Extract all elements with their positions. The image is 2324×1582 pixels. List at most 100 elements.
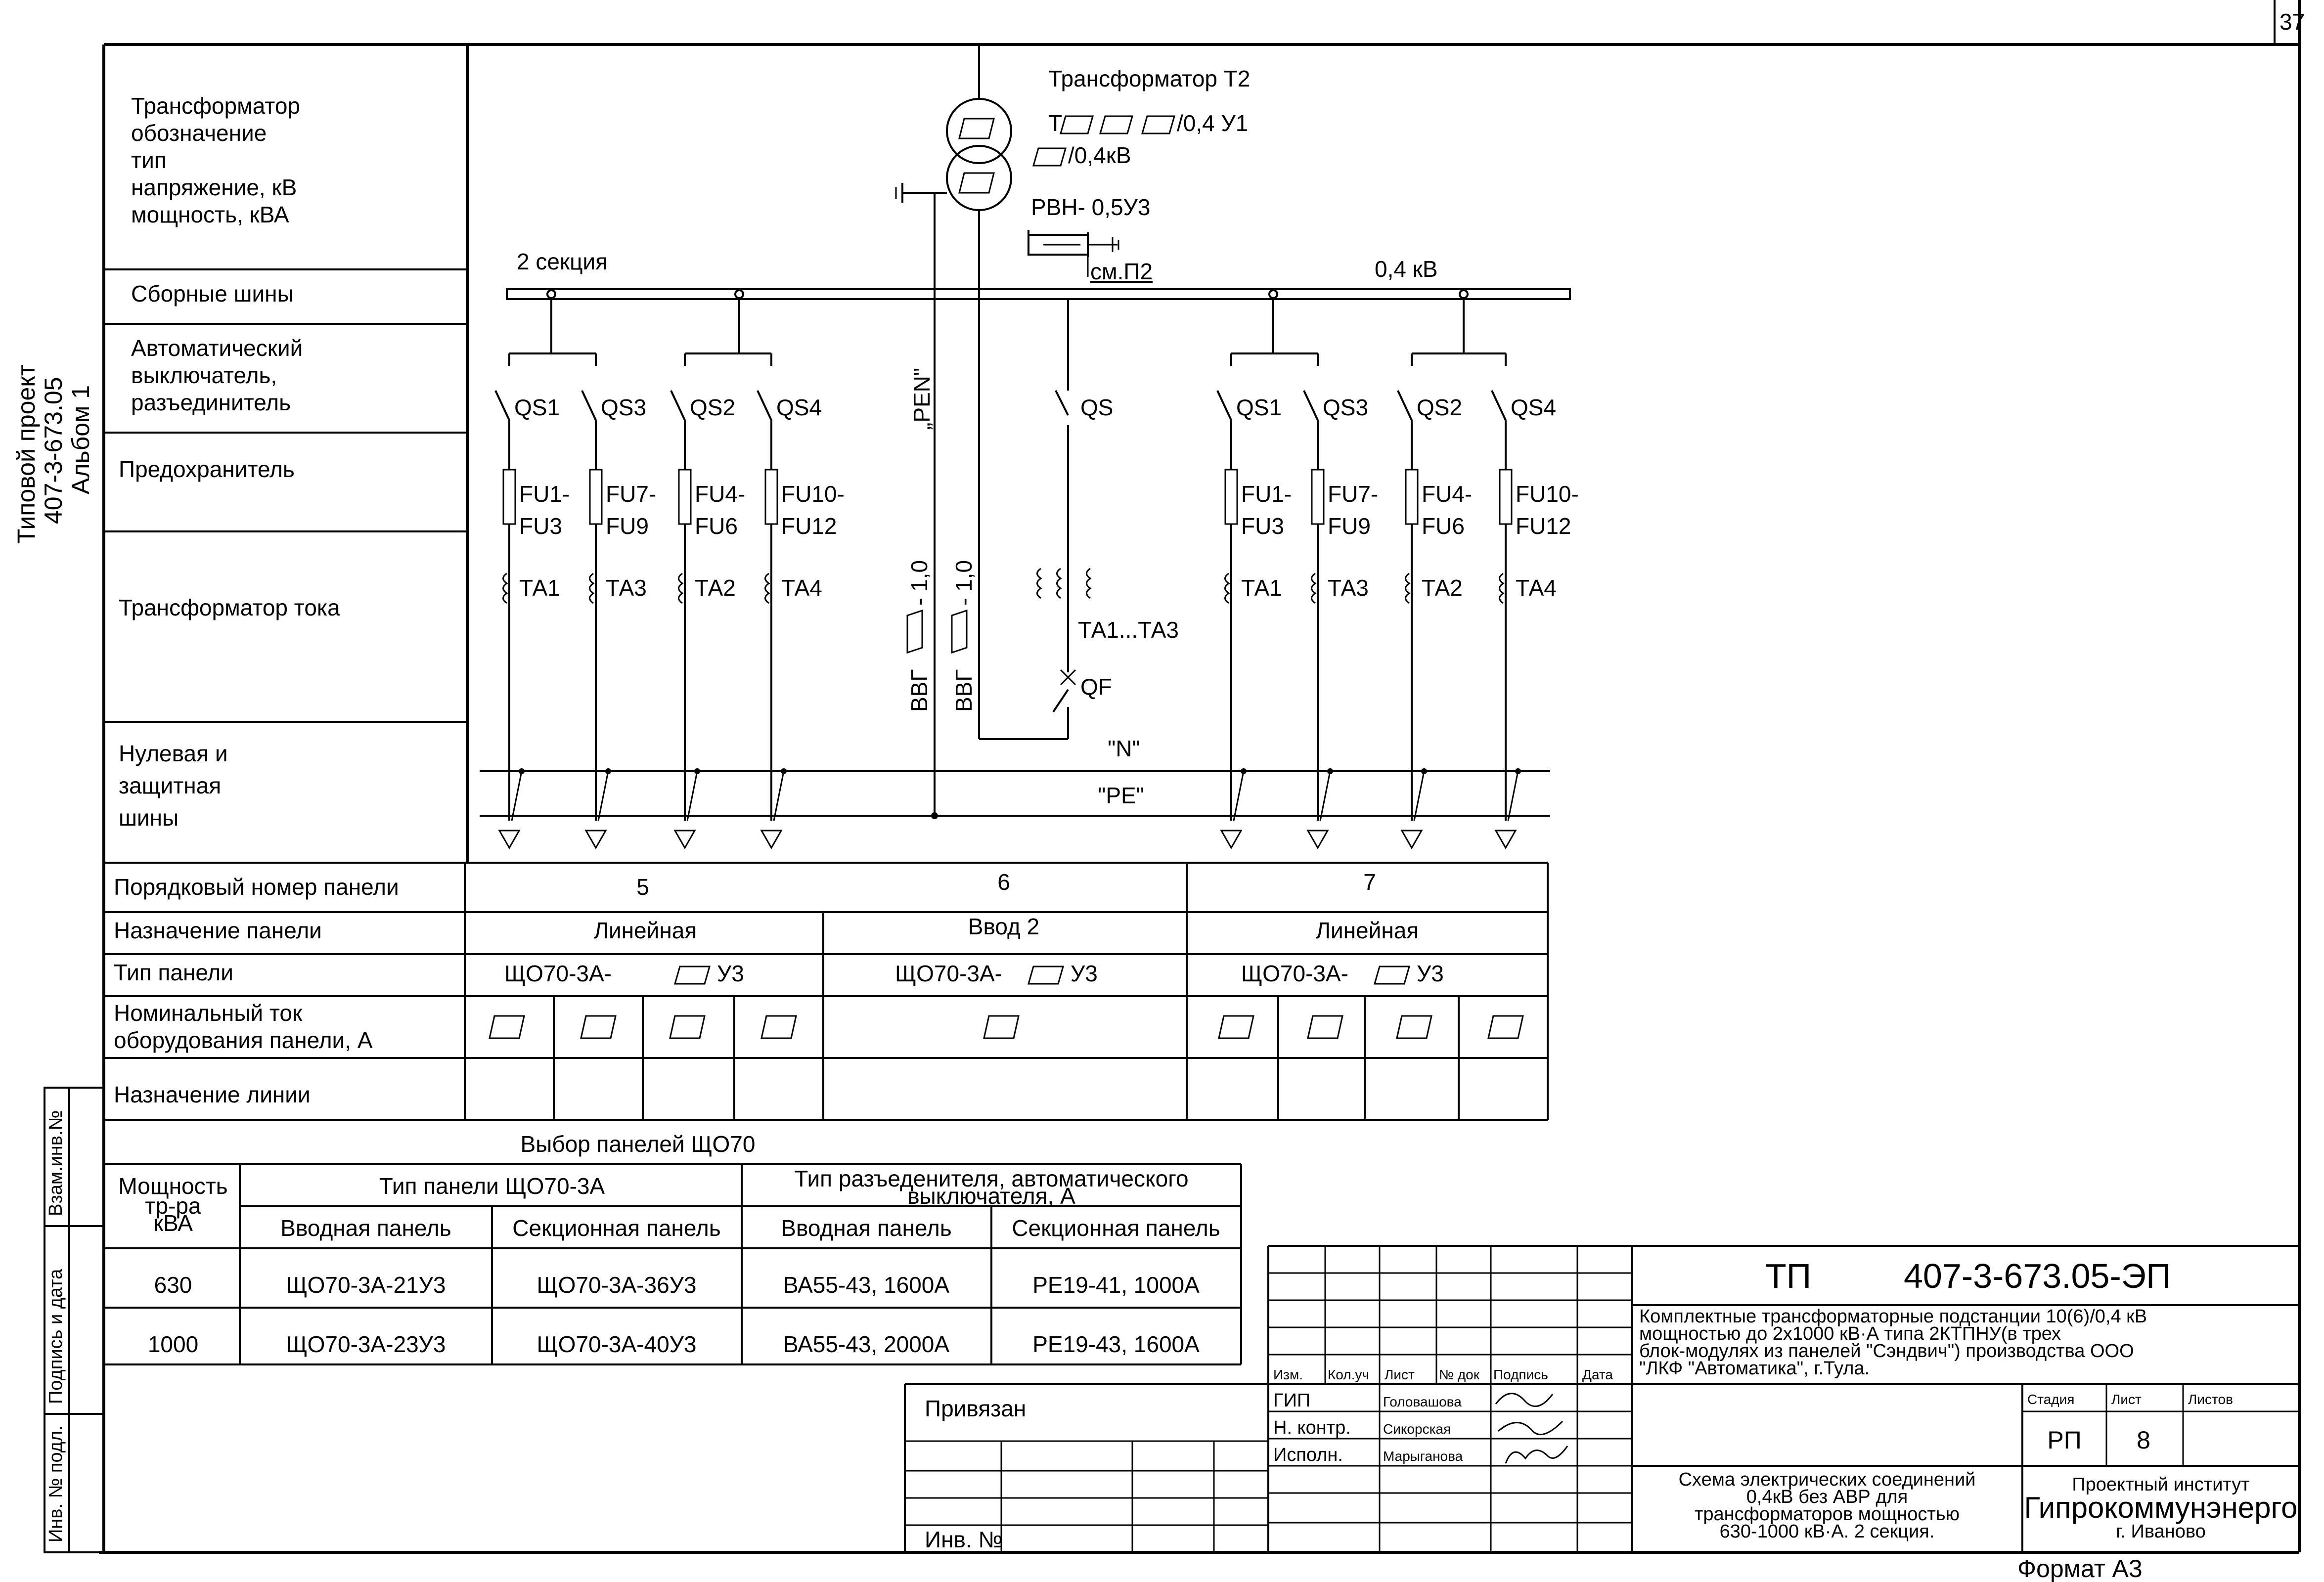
fuse-label-top-1-1: FU7- bbox=[1328, 481, 1378, 507]
transformer-primary-winding bbox=[946, 98, 1012, 164]
drawing-name-4: 630-1000 кВ·А. 2 секция. bbox=[1720, 1521, 1935, 1542]
sheet-value: 8 bbox=[2137, 1426, 2150, 1454]
ct-coil-1-0 bbox=[1224, 572, 1230, 604]
switch-label-0-2: QS2 bbox=[690, 395, 735, 420]
panel-7-type-suffix: У3 bbox=[1417, 961, 1444, 986]
institute-line-1: Проектный институт bbox=[2072, 1474, 2249, 1495]
row-label-column: Трансформатор обозначение тип напряжение… bbox=[104, 44, 1549, 1121]
busbar-tap-1-1 bbox=[1459, 289, 1469, 299]
panel-6-purpose: Ввод 2 bbox=[968, 914, 1039, 939]
n-node-0-1 bbox=[605, 768, 611, 774]
n-node-1-1 bbox=[1327, 768, 1333, 774]
label-panel-no: Порядковый номер панели bbox=[114, 874, 399, 900]
cable-2-label: ВВГ bbox=[951, 669, 977, 712]
pe-arrow-1-3 bbox=[1494, 830, 1517, 850]
pe-arrow-0-2 bbox=[673, 830, 696, 850]
switch-label-1-1: QS3 bbox=[1323, 395, 1368, 420]
voltage-label: 0,4 кВ bbox=[1375, 256, 1438, 282]
single-line-diagram: Трансформатор Т2 Т /0,4 У1 /0,4кВ РВН- 0… bbox=[480, 44, 1579, 850]
panel-5-type-blank bbox=[674, 966, 711, 985]
sheet-label: Лист bbox=[2111, 1392, 2142, 1407]
ct-label-0-3: ТА4 bbox=[781, 575, 822, 601]
rated-current-blanks bbox=[489, 1015, 1524, 1039]
switch-label-0-1: QS3 bbox=[601, 395, 646, 420]
qs-label: QS bbox=[1080, 395, 1113, 420]
label-ct: Трансформатор тока bbox=[119, 595, 340, 620]
ct-coil-1-3 bbox=[1499, 572, 1505, 604]
sub-section-panel: Секционная панель bbox=[512, 1215, 720, 1241]
switch-blade-1-3 bbox=[1491, 390, 1507, 421]
label-neutral-2: защитная bbox=[119, 773, 221, 798]
pe-arrow-0-3 bbox=[760, 830, 783, 850]
sheets-label: Листов bbox=[2188, 1392, 2233, 1407]
fuse-label-bottom-1-3: FU12 bbox=[1516, 513, 1571, 539]
panel-7-type-prefix: ЩО70-3А- bbox=[1241, 961, 1348, 986]
ct-label-1-0: ТА1 bbox=[1241, 575, 1282, 601]
row-1000-power: 1000 bbox=[148, 1331, 198, 1357]
fuse-label-top-1-2: FU4- bbox=[1422, 481, 1472, 507]
cable-1-label: ВВГ bbox=[906, 669, 932, 712]
n-connection-1-3 bbox=[1507, 771, 1519, 821]
hdr-doc: № док bbox=[1439, 1367, 1480, 1382]
switch-label-1-3: QS4 bbox=[1511, 395, 1556, 420]
n-connection-0-2 bbox=[686, 771, 698, 821]
n-connection-1-1 bbox=[1319, 771, 1331, 821]
project-line-1: Типовой проект bbox=[12, 364, 40, 544]
label-panel-purpose: Назначение панели bbox=[114, 918, 322, 943]
row-1000-switch-input: ВА55-43, 2000А bbox=[783, 1331, 949, 1357]
row-630-section: ЩО70-3А-36У3 bbox=[537, 1272, 697, 1298]
fuse-1-3 bbox=[1499, 469, 1513, 525]
label-busbars: Сборные шины bbox=[131, 281, 294, 307]
project-line-2: 407-3-673.05 bbox=[40, 377, 67, 524]
fuse-0-1 bbox=[589, 469, 603, 525]
fuse-label-top-0-0: FU1- bbox=[519, 481, 570, 507]
fuse-1-0 bbox=[1224, 469, 1238, 525]
ct-label-0-0: ТА1 bbox=[519, 575, 560, 601]
fuse-0-3 bbox=[764, 469, 778, 525]
label-panel-type: Тип панели bbox=[114, 960, 233, 985]
label-transformer-5: мощность, кВА bbox=[131, 202, 289, 227]
fuse-label-bottom-0-0: FU3 bbox=[519, 513, 562, 539]
label-breaker-1: Автоматический bbox=[131, 335, 303, 361]
fuse-1-1 bbox=[1311, 469, 1325, 525]
fuse-label-top-0-3: FU10- bbox=[781, 481, 845, 507]
ct-label-0-1: ТА3 bbox=[606, 575, 647, 601]
name-3: Марыганова bbox=[1383, 1449, 1463, 1464]
signatures bbox=[1495, 1393, 1568, 1464]
switch-label-1-0: QS1 bbox=[1236, 395, 1282, 420]
label-breaker-3: разъединитель bbox=[131, 390, 291, 415]
project-line-3: Альбом 1 bbox=[67, 385, 94, 494]
transformer-secondary-winding bbox=[946, 145, 1012, 211]
drawing-name-1: Схема электрических соединений bbox=[1679, 1469, 1976, 1490]
hdr-izm: Изм. bbox=[1273, 1367, 1303, 1382]
ct-label-1-1: ТА3 bbox=[1328, 575, 1369, 601]
panel-7-purpose: Линейная bbox=[1316, 918, 1419, 943]
section-label: 2 секция bbox=[517, 249, 608, 274]
ct-label-0-2: ТА2 bbox=[695, 575, 736, 601]
main-busbar bbox=[506, 288, 1571, 300]
n-node-0-3 bbox=[781, 768, 787, 774]
name-1: Головашова bbox=[1383, 1394, 1462, 1409]
fuse-label-bottom-0-1: FU9 bbox=[606, 513, 649, 539]
switch-blade-0-2 bbox=[670, 390, 686, 421]
transformer-title: Трансформатор Т2 bbox=[1048, 66, 1250, 91]
panel-6-number: 6 bbox=[997, 869, 1010, 895]
panel-5-type-suffix: У3 bbox=[717, 961, 744, 986]
label-breaker-2: выключатель, bbox=[131, 362, 277, 388]
switch-blade-0-0 bbox=[494, 390, 510, 421]
n-node-0-2 bbox=[694, 768, 700, 774]
inv-no-label: Инв. № bbox=[925, 1527, 1003, 1552]
outgoing-feeders: QS1FU1-FU3ТА1QS3FU7-FU9ТА3QS2FU4-FU6ТА2Q… bbox=[494, 289, 1579, 850]
switch-label-1-2: QS2 bbox=[1417, 395, 1462, 420]
fuse-label-top-0-2: FU4- bbox=[695, 481, 745, 507]
col-switch-type-2: выключателя, А bbox=[907, 1183, 1075, 1209]
selection-table: Выбор панелей ЩО70 Мощность тр-ра кВА Ти… bbox=[104, 1131, 1242, 1365]
institute-line-2: Гипрокоммунэнерго bbox=[2024, 1491, 2298, 1524]
fuse-label-bottom-1-1: FU9 bbox=[1328, 513, 1371, 539]
label-transformer-1: Трансформатор bbox=[131, 93, 300, 119]
title-block: Привязан Инв. № Изм. Кол.уч Лист № док П… bbox=[904, 1245, 2299, 1582]
panel-5-number: 5 bbox=[636, 874, 649, 900]
bound-label: Привязан bbox=[925, 1396, 1026, 1421]
switch-blade-1-0 bbox=[1216, 390, 1232, 421]
switch-blade-0-3 bbox=[757, 390, 772, 421]
